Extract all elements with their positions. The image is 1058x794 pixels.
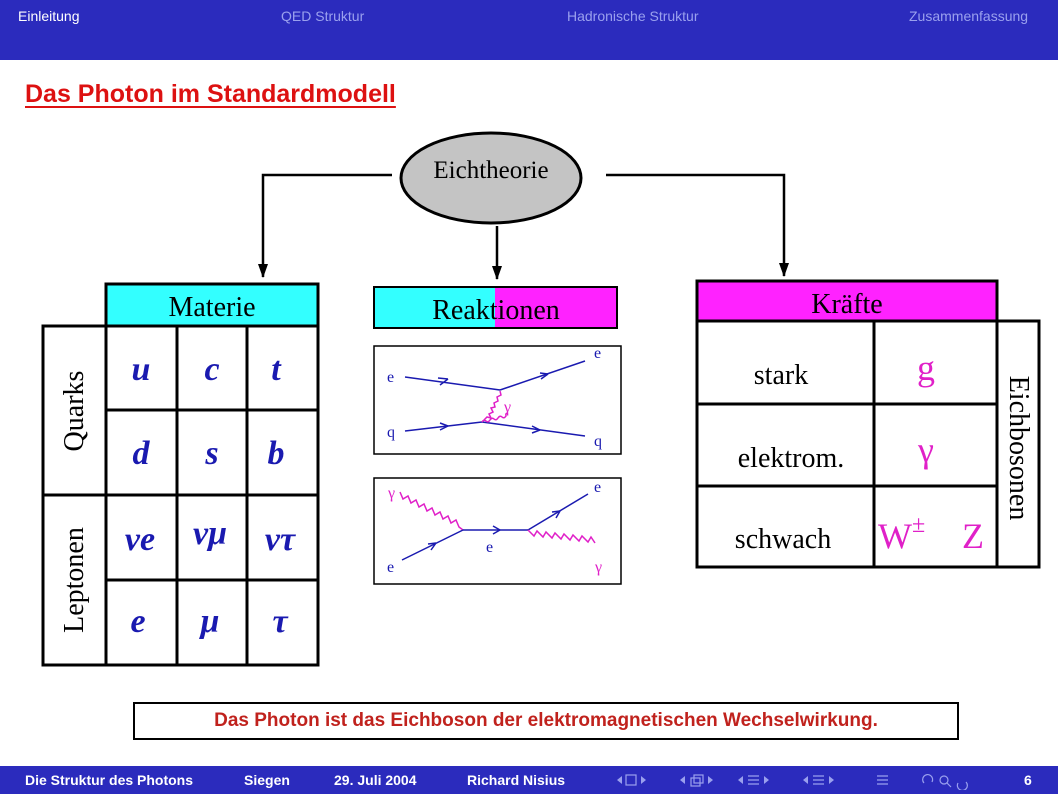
boson-w: W bbox=[878, 516, 912, 556]
d2-gamma-out: γ bbox=[594, 559, 602, 576]
nav-section-icon[interactable] bbox=[803, 775, 834, 785]
footer-page-number: 6 bbox=[1024, 772, 1032, 788]
lepton-nu-tau: ντ bbox=[265, 521, 296, 558]
footer-bar: Die Struktur des Photons Siegen 29. Juli… bbox=[0, 766, 1058, 794]
kraefte-header: Kräfte bbox=[811, 289, 883, 320]
nav-prev-section-icon[interactable] bbox=[680, 774, 713, 787]
header-bar: Einleitung QED Struktur Hadronische Stru… bbox=[0, 0, 1058, 60]
reaktionen-panel: Reaktionen e q e q γ bbox=[373, 286, 622, 585]
materie-header: Materie bbox=[168, 292, 255, 323]
lepton-nu-mu: νμ bbox=[193, 515, 227, 552]
boson-z: Z bbox=[962, 516, 984, 556]
boson-gluon: g bbox=[917, 348, 935, 388]
beamer-nav-controls bbox=[617, 774, 968, 790]
quarks-label: Quarks bbox=[59, 371, 90, 452]
boson-w-sup: ± bbox=[912, 512, 925, 538]
footer-title: Die Struktur des Photons bbox=[25, 772, 194, 788]
kraefte-table: Kräfte Eichbosonen stark elektrom. schwa… bbox=[695, 279, 1041, 569]
d1-e-in: e bbox=[387, 369, 394, 386]
eichtheorie-ellipse bbox=[399, 131, 583, 225]
eichtheorie-label: Eichtheorie bbox=[433, 157, 548, 184]
leptonen-label: Leptonen bbox=[59, 527, 90, 633]
footer-author: Richard Nisius bbox=[467, 772, 566, 788]
quark-s: s bbox=[204, 435, 218, 472]
reaktionen-header: Reaktionen bbox=[432, 295, 560, 326]
connector-arrows bbox=[258, 173, 789, 280]
d2-gamma-in: γ bbox=[387, 485, 395, 502]
callout-box: Das Photon ist das Eichboson der elektro… bbox=[133, 702, 959, 740]
boson-photon: γ bbox=[917, 430, 934, 470]
d1-e-out: e bbox=[594, 345, 601, 362]
d1-q-in: q bbox=[387, 424, 395, 441]
feynman-diagram-1: e q e q γ bbox=[373, 345, 622, 455]
lepton-e: e bbox=[130, 603, 145, 640]
footer-date: 29. Juli 2004 bbox=[334, 772, 417, 788]
d1-gamma: γ bbox=[503, 399, 511, 416]
d1-q-out: q bbox=[594, 433, 602, 450]
force-schwach: schwach bbox=[735, 524, 831, 555]
slide-title: Das Photon im Standardmodell bbox=[25, 80, 396, 108]
force-elektrom: elektrom. bbox=[738, 443, 845, 474]
nav-einleitung[interactable]: Einleitung bbox=[18, 8, 80, 24]
lepton-nu-e: νe bbox=[125, 521, 155, 558]
quark-b: b bbox=[268, 435, 285, 472]
nav-zusammenfassung[interactable]: Zusammenfassung bbox=[909, 8, 1029, 24]
eichbosonen-label: Eichbosonen bbox=[1003, 376, 1034, 521]
quark-u: u bbox=[132, 351, 151, 388]
force-stark: stark bbox=[754, 360, 808, 391]
d2-e-out: e bbox=[594, 479, 601, 496]
quark-d: d bbox=[133, 435, 151, 472]
nav-qed-struktur[interactable]: QED Struktur bbox=[281, 8, 365, 24]
nav-prev-frame-icon[interactable] bbox=[617, 774, 646, 786]
lepton-tau: τ bbox=[272, 603, 288, 640]
materie-table: Materie Quarks Leptonen u c t d s b νe ν… bbox=[41, 282, 320, 667]
footer-place: Siegen bbox=[244, 772, 290, 788]
nav-toc-icon[interactable] bbox=[877, 775, 888, 785]
nav-hadronische-struktur[interactable]: Hadronische Struktur bbox=[567, 8, 699, 24]
nav-subsection-icon[interactable] bbox=[738, 775, 769, 785]
nav-back-search-icon[interactable] bbox=[922, 774, 968, 790]
quark-c: c bbox=[204, 351, 219, 388]
lepton-mu: μ bbox=[199, 603, 220, 640]
quark-t: t bbox=[271, 351, 282, 388]
d2-e-prop: e bbox=[486, 539, 493, 556]
d2-e-in: e bbox=[387, 559, 394, 576]
feynman-diagram-2: γ e e e γ bbox=[373, 477, 622, 585]
